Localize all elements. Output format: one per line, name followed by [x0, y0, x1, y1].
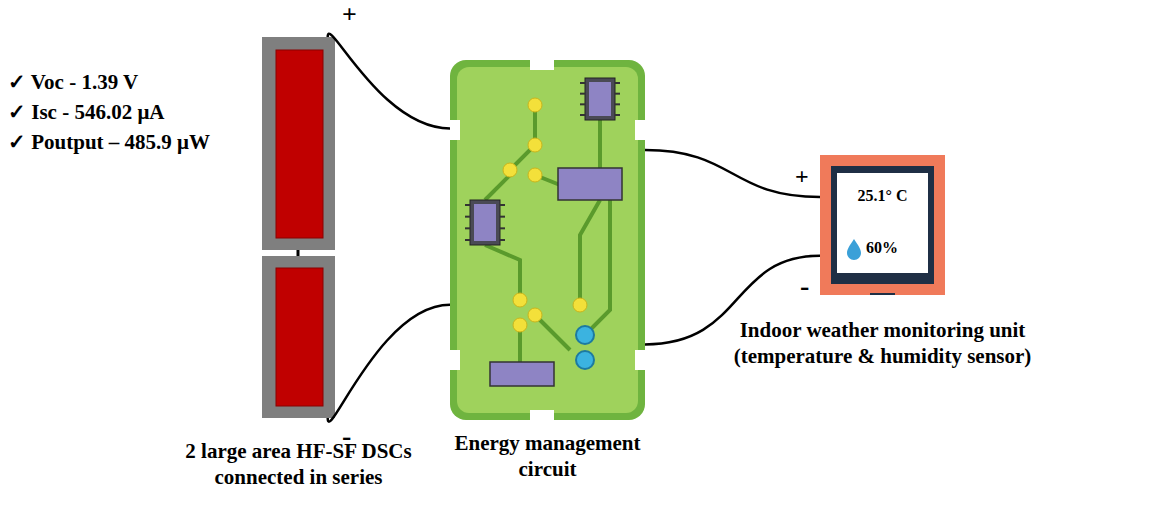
ic-pin [500, 239, 505, 241]
ic-pin [580, 103, 585, 105]
solder-pad [573, 298, 587, 312]
wire-path [328, 34, 450, 129]
cell-active-area [276, 268, 323, 406]
display-stand [870, 293, 895, 295]
pcb-board [450, 60, 645, 420]
connector-pad [576, 326, 594, 344]
weather-monitor: 25.1° C60%Indoor weather monitoring unit… [820, 155, 945, 295]
pcb-trace [598, 120, 602, 170]
spec-item: ✓ Poutput – 485.9 μW [8, 130, 210, 155]
caption: Energy management circuit [438, 430, 658, 483]
spec-item: ✓ Voc - 1.39 V [8, 70, 138, 95]
spec-item: ✓ Isc - 546.02 μA [8, 100, 164, 125]
pcb-notch [635, 350, 645, 370]
solder-pad [528, 308, 542, 322]
ic-pin [580, 114, 585, 116]
component [490, 362, 554, 386]
wire-path [645, 150, 820, 197]
display-drawing [820, 155, 945, 295]
ic-pin [500, 216, 505, 218]
ic-pin [615, 103, 620, 105]
ic-pin [580, 93, 585, 95]
reading: 25.1° C [820, 187, 945, 205]
wire-path [328, 305, 450, 422]
ic-pin [465, 216, 470, 218]
solder-pad [528, 168, 542, 182]
pcb-trace [485, 245, 520, 300]
droplet-icon [847, 239, 861, 260]
ic-top [589, 82, 611, 116]
display-housing [820, 155, 945, 295]
pcb-drawing [450, 60, 645, 420]
energy-management-board: Energy management circuit [450, 60, 645, 420]
pcb-trace [510, 105, 535, 170]
ic-pin [465, 204, 470, 206]
ic-chip [585, 78, 615, 120]
wire [328, 34, 450, 129]
solder-pad [513, 293, 527, 307]
pcb-notch [450, 350, 460, 370]
solder-pad [513, 318, 527, 332]
connector-pad [576, 351, 594, 369]
wire [328, 305, 450, 422]
polarity-mark: + [342, 0, 357, 30]
solder-pad [503, 163, 517, 177]
ic-pin [580, 82, 585, 84]
ic-pin [465, 227, 470, 229]
ic-pin [615, 93, 620, 95]
component [558, 168, 622, 200]
ic-chip [470, 200, 500, 245]
pcb-surface [457, 67, 638, 413]
solar-cell-pair: 2 large area HF-SF DSCs connected in ser… [262, 37, 335, 418]
caption: 2 large area HF-SF DSCs connected in ser… [174, 438, 424, 491]
cell-frame [262, 37, 335, 250]
pcb-trace [580, 200, 600, 305]
cell-active-area [276, 50, 323, 238]
display-bezel [831, 166, 934, 284]
cell-frame [262, 256, 335, 418]
pcb-notch [635, 120, 645, 140]
pcb-notch [530, 60, 554, 70]
polarity-mark: + [795, 163, 809, 190]
solder-pad [528, 98, 542, 112]
caption: Indoor weather monitoring unit (temperat… [683, 317, 1083, 370]
pcb-notch [450, 120, 460, 140]
pcb-notch [530, 410, 554, 420]
ic-pin [615, 82, 620, 84]
ic-pin [500, 227, 505, 229]
wire [645, 150, 820, 197]
polarity-mark: - [800, 270, 809, 302]
solder-pad [528, 138, 542, 152]
ic-top [474, 204, 496, 241]
ic-pin [615, 114, 620, 116]
polarity-mark: - [342, 420, 351, 452]
reading: 60% [866, 239, 926, 257]
ic-pin [465, 239, 470, 241]
ic-pin [500, 204, 505, 206]
pcb-trace [585, 200, 610, 335]
